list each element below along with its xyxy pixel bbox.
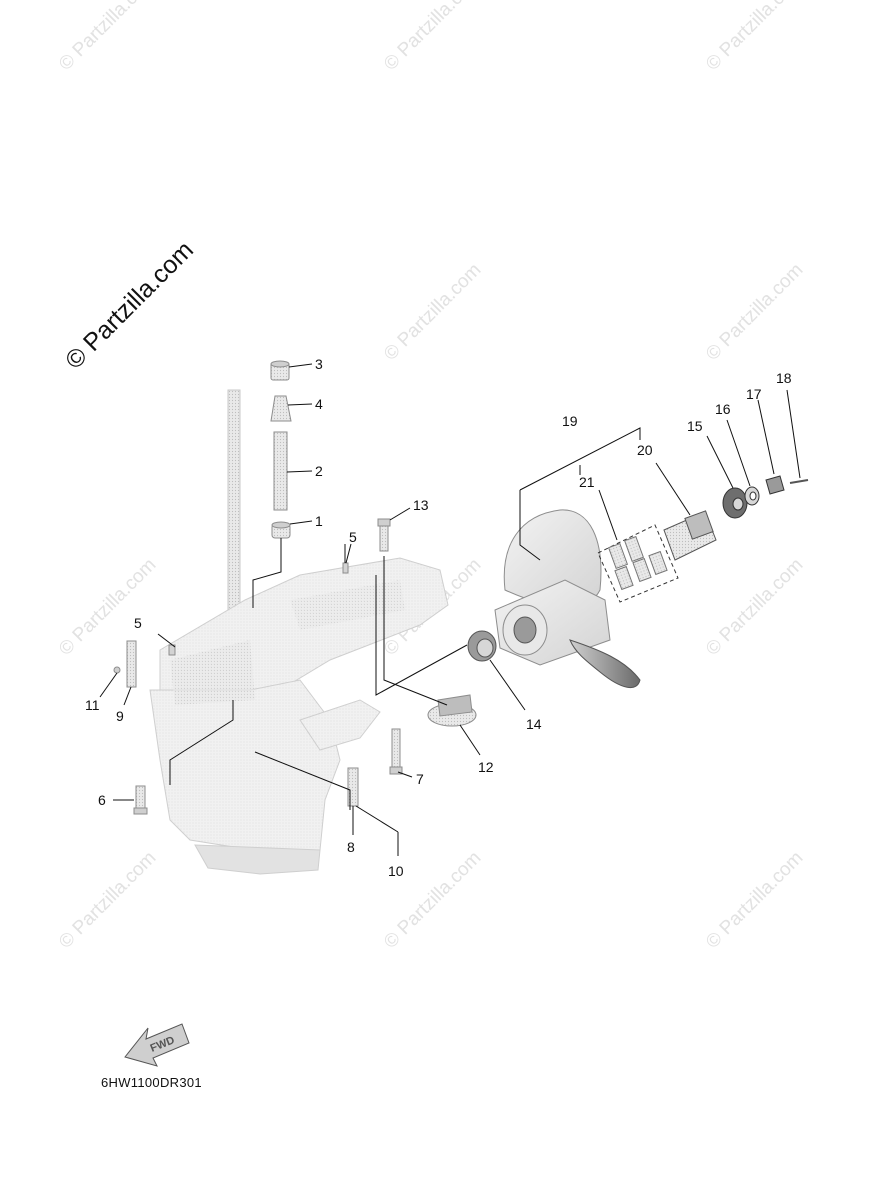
callout-14: 14 bbox=[526, 716, 542, 732]
part-20-spline-bushing bbox=[663, 510, 717, 561]
part-16-washer bbox=[744, 486, 760, 506]
part-9-trim-tab bbox=[126, 640, 137, 688]
part-6-bolt bbox=[133, 785, 148, 815]
callout-15: 15 bbox=[687, 418, 703, 434]
callout-18: 18 bbox=[776, 370, 792, 386]
callout-19: 19 bbox=[562, 413, 578, 429]
part-18-cotter-pin bbox=[789, 479, 809, 484]
part-13-bolt bbox=[377, 518, 391, 552]
part-11-screw bbox=[113, 666, 121, 674]
callout-20: 20 bbox=[637, 442, 653, 458]
part-3-cap bbox=[270, 360, 290, 381]
lower-casing bbox=[149, 389, 449, 875]
part-12-anode bbox=[427, 694, 477, 727]
callout-2: 2 bbox=[315, 463, 323, 479]
part-2-water-tube bbox=[273, 431, 288, 511]
diagram-code: 6HW1100DR301 bbox=[101, 1075, 202, 1090]
part-15-washer bbox=[722, 487, 748, 519]
callout-4: 4 bbox=[315, 396, 323, 412]
part-21-damper-kit bbox=[597, 524, 679, 603]
callout-3: 3 bbox=[315, 356, 323, 372]
callout-8: 8 bbox=[347, 839, 355, 855]
callout-6: 6 bbox=[98, 792, 106, 808]
callout-9: 9 bbox=[116, 708, 124, 724]
part-14-thrust-washer bbox=[467, 630, 497, 662]
leader-lines bbox=[99, 363, 801, 856]
fwd-arrow: FWD bbox=[124, 1023, 190, 1067]
callout-1: 1 bbox=[315, 513, 323, 529]
callout-21: 21 bbox=[579, 474, 595, 490]
part-19-propeller bbox=[494, 509, 641, 688]
callout-10: 10 bbox=[388, 863, 404, 879]
callout-12: 12 bbox=[478, 759, 494, 775]
part-1-seal bbox=[271, 521, 291, 539]
part-4-grommet bbox=[270, 395, 292, 422]
callout-16: 16 bbox=[715, 401, 731, 417]
callout-13: 13 bbox=[413, 497, 429, 513]
callout-11: 11 bbox=[85, 697, 100, 713]
part-17-nut bbox=[765, 475, 785, 495]
part-7-bolt bbox=[389, 728, 403, 775]
callout-5-left: 5 bbox=[134, 615, 142, 631]
callout-17: 17 bbox=[746, 386, 762, 402]
part-5-dowel-pin bbox=[342, 562, 349, 574]
callout-7: 7 bbox=[416, 771, 424, 787]
callout-5-upper: 5 bbox=[349, 529, 357, 545]
